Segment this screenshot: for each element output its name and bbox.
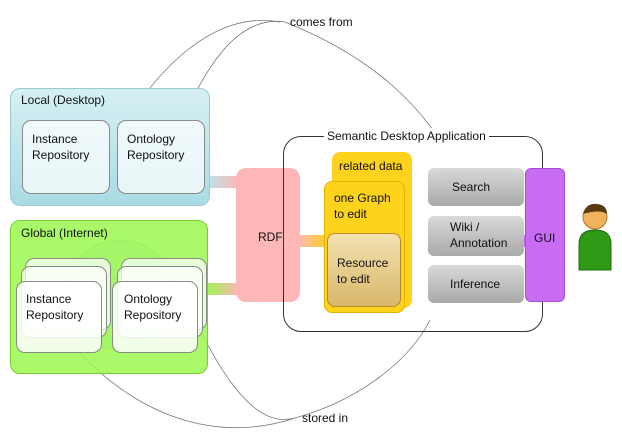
- search-label: Search: [452, 180, 491, 194]
- local-desktop-panel: Local (Desktop) Instance Repository Onto…: [10, 88, 210, 206]
- stored-in-label: stored in: [302, 411, 349, 425]
- global-ontology-label: Ontology Repository: [124, 292, 182, 322]
- inference-button[interactable]: Inference: [428, 265, 524, 303]
- search-button[interactable]: Search: [428, 168, 524, 206]
- inference-label: Inference: [450, 277, 501, 291]
- user-icon: [578, 203, 612, 271]
- wiki-annotation-button[interactable]: Wiki / Annotation: [428, 216, 524, 256]
- gui-label: GUI: [534, 231, 556, 245]
- global-internet-panel: Global (Internet) Instance Repository On…: [10, 220, 208, 374]
- global-ontology-repository: Ontology Repository: [112, 281, 198, 353]
- local-instance-repository: Instance Repository: [22, 120, 110, 194]
- resource-label: Resource to edit: [337, 256, 389, 286]
- comes-from-label: comes from: [290, 15, 353, 29]
- local-ontology-repository: Ontology Repository: [117, 120, 205, 194]
- rdf-label: RDF: [258, 230, 283, 244]
- local-panel-title: Local (Desktop): [21, 93, 106, 107]
- global-instance-repository: Instance Repository: [16, 281, 102, 353]
- rdf-block: RDF: [236, 168, 300, 302]
- global-panel-title: Global (Internet): [21, 226, 108, 240]
- related-data-label: related data: [339, 159, 403, 173]
- wiki-annotation-label: Wiki / Annotation: [450, 220, 508, 250]
- graph-label: one Graph to edit: [334, 191, 391, 221]
- resource-panel: Resource to edit: [327, 233, 401, 307]
- gui-block[interactable]: GUI: [525, 168, 565, 302]
- global-instance-label: Instance Repository: [26, 292, 84, 322]
- local-instance-label: Instance Repository: [32, 132, 90, 162]
- local-ontology-label: Ontology Repository: [127, 132, 185, 162]
- application-title: Semantic Desktop Application: [324, 128, 489, 144]
